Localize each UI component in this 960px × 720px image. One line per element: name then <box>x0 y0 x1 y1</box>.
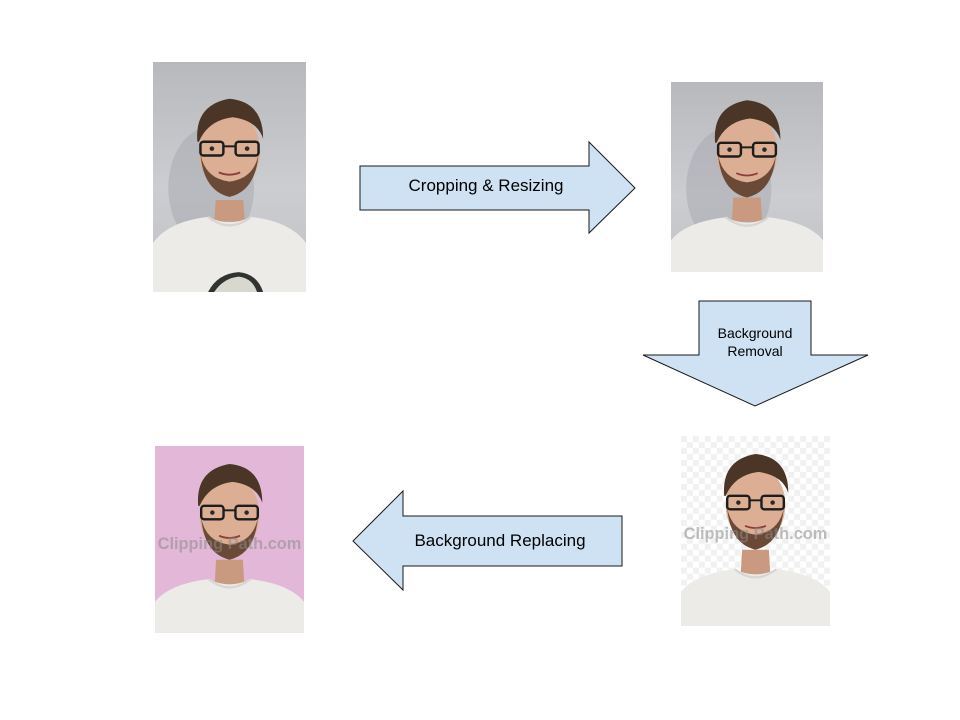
background-removal-arrow: Background Removal <box>642 300 869 407</box>
cropping-resizing-arrow: Cropping & Resizing <box>359 140 636 235</box>
background-replacing-label: Background Replacing <box>414 531 586 550</box>
background-removal-label-line2: Removal <box>727 343 783 359</box>
watermark-text: Clipping Path.com <box>684 525 828 543</box>
watermark-text: Clipping Path.com <box>158 535 302 553</box>
cropped-photo <box>671 82 823 272</box>
background-removed-photo: Clipping Path.com <box>681 436 830 626</box>
background-replaced-photo: Clipping Path.com <box>155 446 304 633</box>
background-replacing-arrow: Background Replacing <box>352 489 623 592</box>
background-removal-label-line1: Background <box>717 325 793 341</box>
original-photo <box>153 62 306 292</box>
background-removal-label: Background Removal <box>699 324 811 360</box>
cropping-resizing-label: Cropping & Resizing <box>408 176 564 195</box>
